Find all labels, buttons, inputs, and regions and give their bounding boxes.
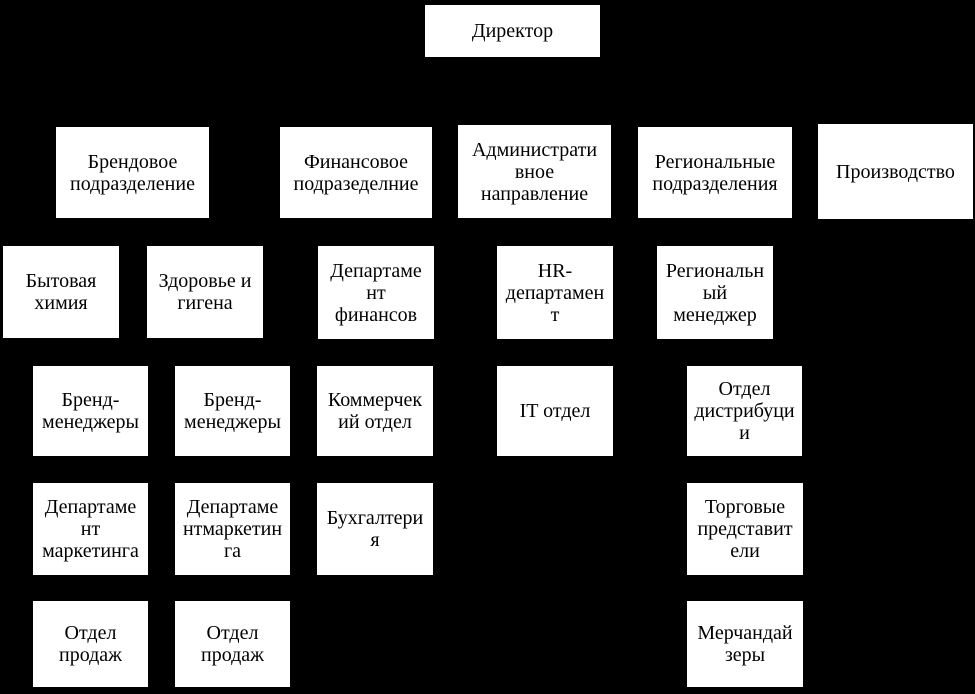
org-node-sales-department-1: Отдел продаж: [33, 601, 148, 687]
org-node-brand-managers-2: Бренд- менеджеры: [175, 366, 290, 456]
org-node-sales-representatives: Торговые представит ели: [687, 483, 803, 575]
org-node-brand-division: Брендовое подразделение: [56, 127, 209, 218]
org-node-it-department: IT отдел: [497, 366, 613, 456]
org-node-marketing-department-2: Департаме нтмаркетин га: [175, 483, 290, 575]
org-node-regional-divisions: Региональные подразделения: [638, 127, 792, 218]
org-node-brand-managers-1: Бренд- менеджеры: [33, 366, 148, 456]
org-node-admin-direction: Администрати вное направление: [458, 125, 611, 218]
org-node-production: Производство: [818, 124, 973, 219]
org-node-director: Директор: [425, 5, 600, 57]
org-node-commercial-department: Коммерчек ий отдел: [317, 366, 433, 456]
org-node-household-chemicals: Бытовая химия: [3, 246, 119, 338]
org-node-regional-manager: Региональн ый менеджер: [657, 246, 773, 339]
org-node-sales-department-2: Отдел продаж: [175, 601, 290, 687]
org-node-finance-division: Финансовое подразеделние: [280, 127, 432, 218]
org-node-health-hygiene: Здоровье и гигена: [147, 246, 263, 338]
org-node-marketing-department-1: Департаме нт маркетинга: [33, 483, 148, 575]
org-node-accounting: Бухгалтери я: [317, 483, 433, 575]
org-node-finance-department: Департаме нт финансов: [318, 246, 434, 339]
org-node-distribution-department: Отдел дистрибуци и: [687, 366, 802, 456]
org-node-merchandisers: Мерчандай зеры: [687, 601, 803, 687]
org-node-hr-department: HR- департамен т: [497, 246, 613, 339]
